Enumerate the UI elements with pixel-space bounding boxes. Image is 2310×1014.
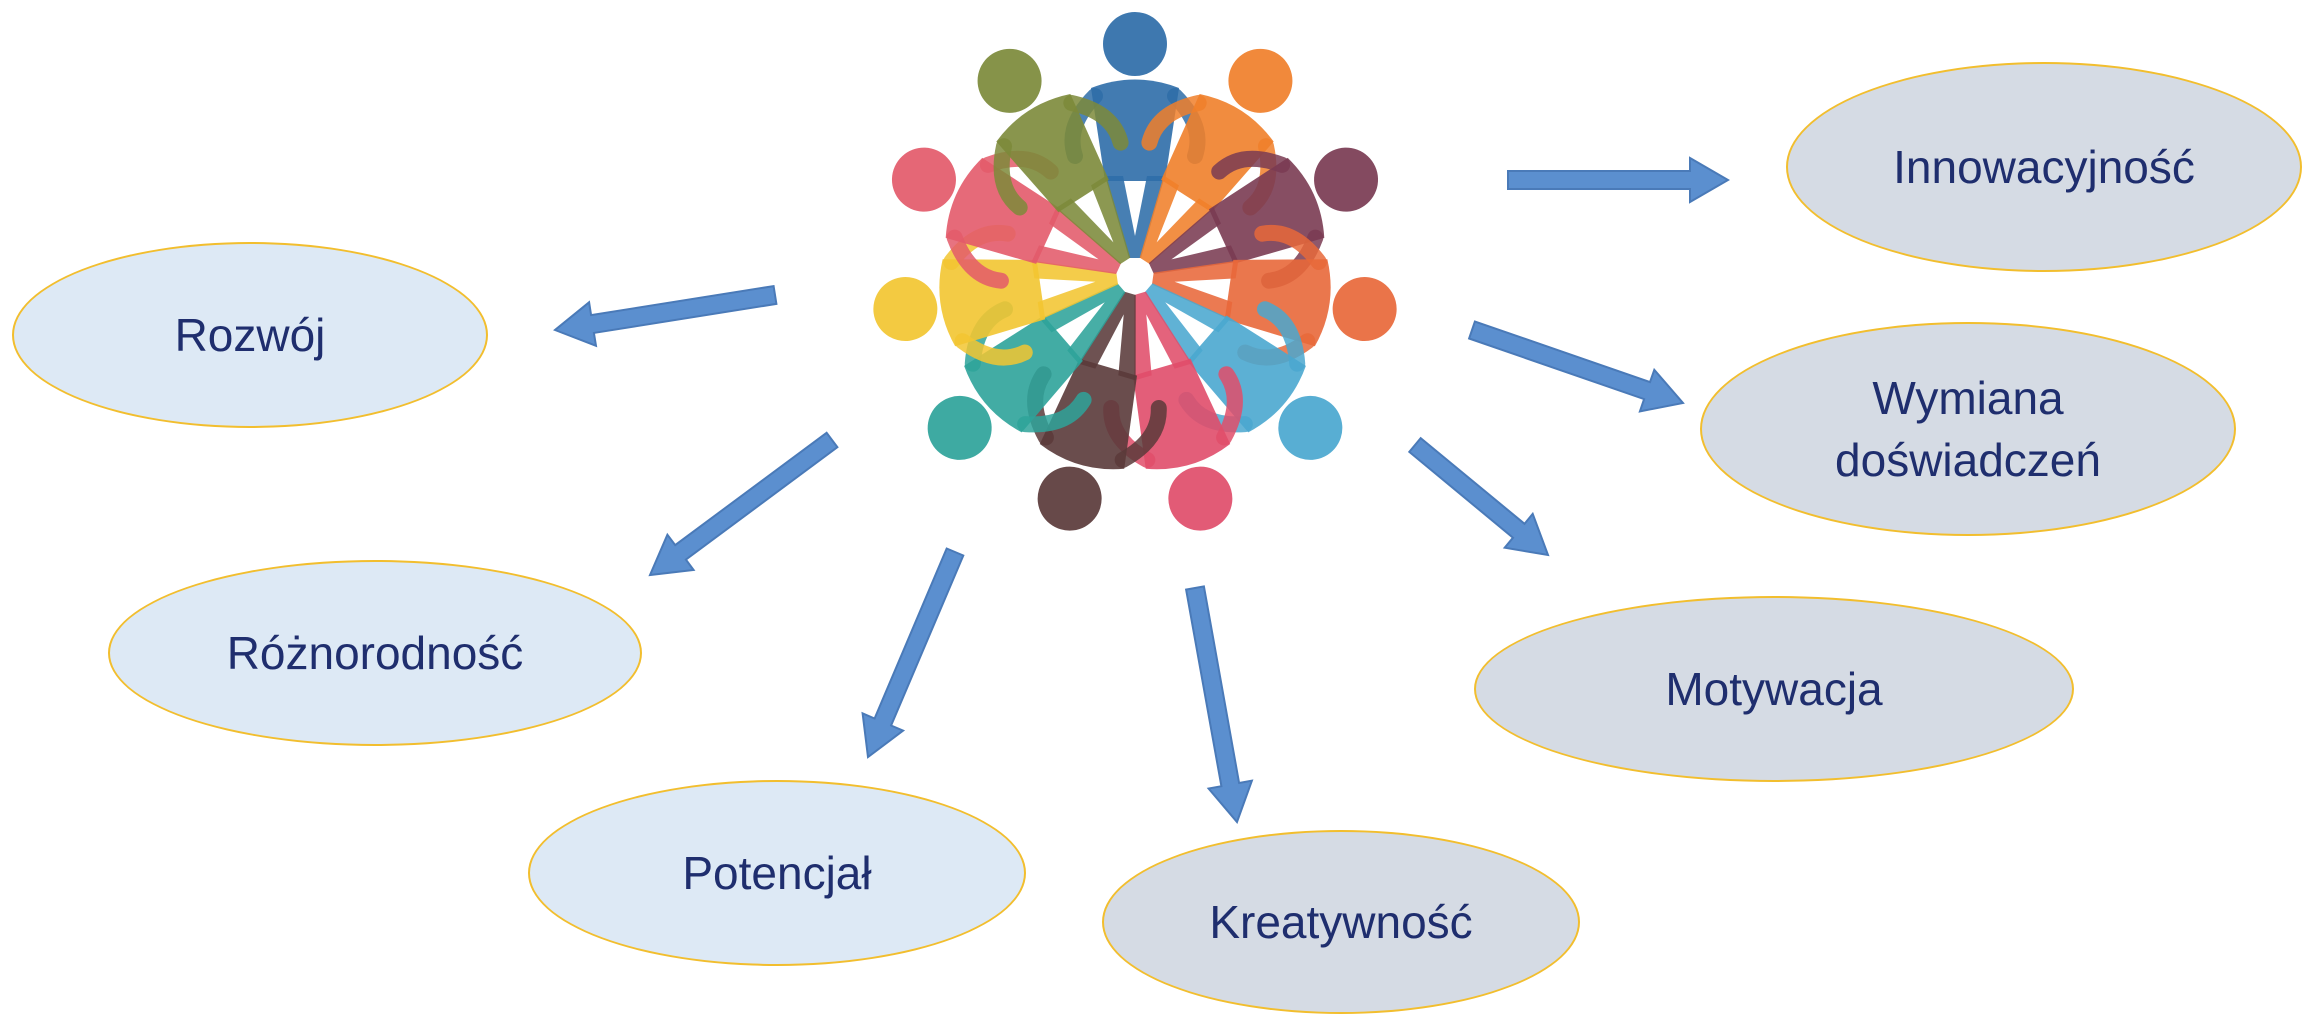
hub-center: [1121, 262, 1149, 290]
arrow-to-motywacja: [1407, 436, 1550, 557]
node-kreatywnosc: Kreatywność: [1102, 830, 1580, 1014]
node-label-innowacyjnosc: Innowacyjność: [1893, 140, 2195, 193]
node-wymiana-doswiadczen: Wymiana doświadczeń: [1700, 322, 2236, 536]
arrow-to-innowacyjnosc: [1507, 156, 1730, 204]
node-label-wymiana-line2: doświadczeń: [1835, 434, 2101, 486]
people-circle-icon: [873, 12, 1397, 531]
person-figure: [1027, 291, 1167, 531]
arrows-layer: [553, 156, 1730, 824]
node-label-rozwoj: Rozwój: [174, 308, 326, 361]
node-motywacja: Motywacja: [1474, 596, 2074, 782]
node-potencjal: Potencjał: [528, 780, 1026, 966]
arrow-to-wymiana: [1467, 320, 1685, 413]
node-label-potencjal: Potencjał: [682, 846, 872, 899]
arrow-to-rozwoj: [553, 284, 778, 348]
node-innowacyjnosc: Innowacyjność: [1786, 62, 2302, 272]
node-label-roznorodnosc: Różnorodność: [226, 626, 524, 679]
node-label-wymiana: Wymiana doświadczeń: [1835, 367, 2101, 491]
node-label-kreatywnosc: Kreatywność: [1209, 895, 1473, 948]
node-rozwoj: Rozwój: [12, 242, 488, 428]
node-label-wymiana-line1: Wymiana: [1872, 371, 2064, 424]
person-figure: [977, 48, 1131, 265]
person-figure: [1103, 291, 1243, 531]
arrow-to-roznorodnosc: [648, 431, 839, 577]
arrow-to-kreatywnosc: [1184, 585, 1254, 824]
node-roznorodnosc: Różnorodność: [108, 560, 642, 746]
node-label-motywacja: Motywacja: [1665, 662, 1883, 715]
arrow-to-potencjal: [861, 547, 965, 759]
